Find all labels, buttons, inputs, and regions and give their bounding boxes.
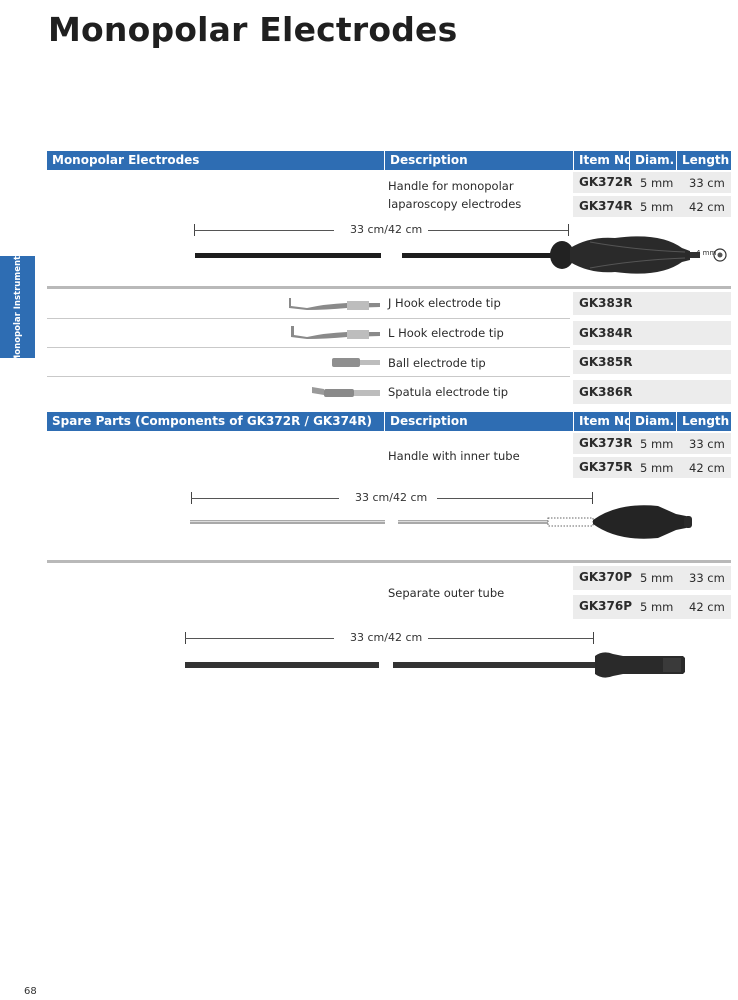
tip-item-bg (573, 380, 731, 404)
dimension-line (194, 230, 334, 231)
diameter: 5 mm (640, 200, 674, 214)
row-divider (47, 376, 570, 377)
row-divider (47, 347, 570, 348)
length: 42 cm (689, 461, 725, 475)
col-name: Monopolar Electrodes (52, 153, 200, 167)
handle-row-1-bg (573, 172, 731, 193)
tip-item-bg (573, 321, 731, 345)
length: 42 cm (689, 200, 725, 214)
col-description: Description (384, 151, 573, 170)
tip-item-bg (573, 350, 731, 374)
outer-row-2-bg (573, 595, 731, 619)
diameter: 5 mm (640, 437, 674, 451)
inner-tube-illustration (190, 505, 692, 539)
j-hook-tip-icon (289, 298, 380, 310)
dimension-line (185, 638, 334, 639)
length: 42 cm (689, 600, 725, 614)
row-divider (47, 318, 570, 319)
col-name: Spare Parts (Components of GK372R / GK37… (52, 414, 373, 428)
col-item-no: Item No. (573, 412, 629, 431)
item-number: GK374R (579, 199, 633, 213)
col-item-no: Item No. (573, 151, 629, 170)
diameter: 5 mm (640, 176, 674, 190)
diameter: 5 mm (640, 461, 674, 475)
inner-description: Handle with inner tube (388, 449, 520, 463)
item-number: GK376P (579, 599, 632, 613)
dimension-label: 33 cm/42 cm (350, 631, 423, 644)
item-number: GK383R (579, 296, 633, 310)
col-length: Length (676, 151, 731, 170)
dimension-label: 33 cm/42 cm (355, 491, 428, 504)
section1-header: Monopolar Electrodes Description Item No… (47, 151, 731, 170)
col-length: Length (676, 412, 731, 431)
outer-row-1-bg (573, 566, 731, 590)
side-tab: Monopolar Instruments (0, 251, 35, 363)
page-number: 68 (24, 986, 37, 997)
dimension-line (428, 230, 568, 231)
tip-description: J Hook electrode tip (388, 296, 501, 310)
tip-description: Spatula electrode tip (388, 385, 509, 399)
col-diam: Diam. (629, 151, 676, 170)
dimension-tick-right (592, 492, 593, 504)
item-number: GK385R (579, 355, 633, 369)
side-tab-label: Monopolar Instruments (12, 250, 23, 364)
section2-header: Spare Parts (Components of GK372R / GK37… (47, 412, 731, 431)
handle-row-2-bg (573, 196, 731, 217)
page-title: Monopolar Electrodes (48, 10, 458, 49)
dimension-tick-right (593, 632, 594, 644)
inner-row-1-bg (573, 433, 731, 454)
length: 33 cm (689, 571, 725, 585)
l-hook-tip-icon (291, 326, 380, 339)
ball-tip-icon (332, 358, 380, 367)
diameter: 5 mm (640, 571, 674, 585)
dimension-line (437, 498, 592, 499)
item-number: GK384R (579, 326, 633, 340)
col-diam: Diam. (629, 412, 676, 431)
length: 33 cm (689, 437, 725, 451)
dimension-line (191, 498, 339, 499)
col-description: Description (384, 412, 573, 431)
diameter: 5 mm (640, 600, 674, 614)
dimension-tick-right (568, 224, 569, 236)
item-number: GK373R (579, 436, 633, 450)
handle-description: Handle for monopolar laparoscopy electro… (388, 179, 522, 211)
tip-description: L Hook electrode tip (388, 326, 504, 340)
dimension-line (428, 638, 593, 639)
outer-description: Separate outer tube (388, 586, 505, 600)
connector-label: 4 mm (696, 249, 717, 257)
length: 33 cm (689, 176, 725, 190)
tip-description: Ball electrode tip (388, 356, 486, 370)
item-number: GK386R (579, 385, 633, 399)
section-divider (47, 286, 731, 289)
item-number: GK375R (579, 460, 633, 474)
dimension-label: 33 cm/42 cm (350, 223, 423, 236)
item-number: GK372R (579, 175, 633, 189)
spatula-tip-icon (312, 387, 380, 397)
outer-tube-illustration (185, 652, 685, 678)
section-divider (47, 560, 731, 563)
inner-row-2-bg (573, 457, 731, 478)
tip-item-bg (573, 292, 731, 315)
handle-illustration (195, 236, 727, 274)
item-number: GK370P (579, 570, 632, 584)
